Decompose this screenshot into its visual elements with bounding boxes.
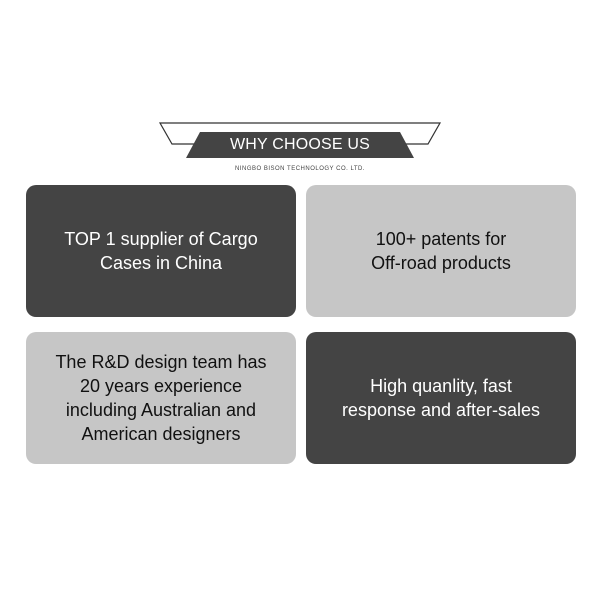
page-title: WHY CHOOSE US: [229, 136, 371, 153]
feature-card-text: High quanlity, fast response and after-s…: [341, 376, 541, 420]
feature-card-service: High quanlity, fast response and after-s…: [306, 332, 576, 464]
feature-card-patents: 100+ patents for Off-road products: [306, 185, 576, 317]
feature-card-text: 100+ patents for Off-road products: [371, 229, 511, 273]
company-subtitle: NINGBO BISON TECHNOLOGY CO. LTD.: [234, 166, 366, 172]
feature-card-supplier: TOP 1 supplier of Cargo Cases in China: [26, 185, 296, 317]
banner-shape: [158, 122, 442, 158]
header: WHY CHOOSE US NINGBO BISON TECHNOLOGY CO…: [0, 0, 600, 180]
feature-card-text: The R&D design team has 20 years experie…: [55, 352, 267, 444]
feature-card-design-team: The R&D design team has 20 years experie…: [26, 332, 296, 464]
feature-card-text: TOP 1 supplier of Cargo Cases in China: [64, 229, 258, 273]
